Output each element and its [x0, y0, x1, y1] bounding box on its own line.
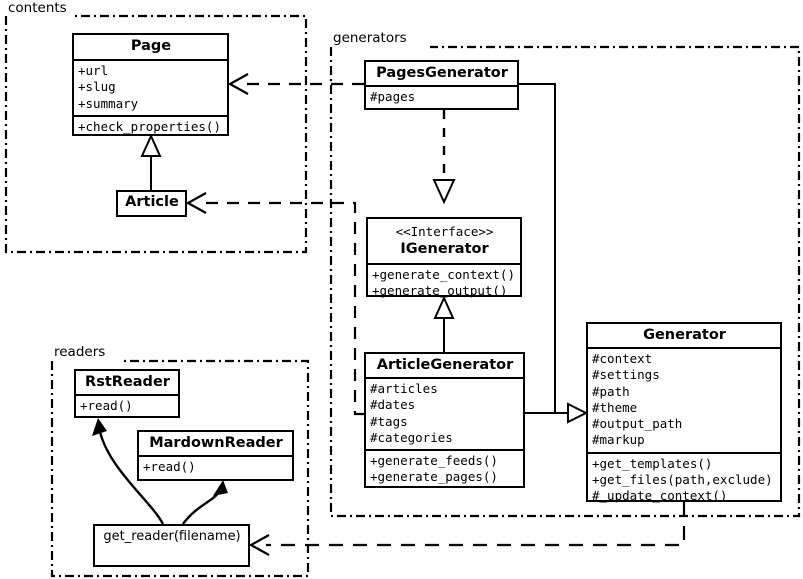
- method-get-templates: +get_templates(): [592, 455, 713, 471]
- class-title-page: Page: [130, 38, 172, 54]
- attribute-output-path: #output_path: [592, 416, 683, 432]
- class-attributes-page: +url +slug +summary: [74, 59, 227, 115]
- edge-generator-uses-get_reader: [248, 502, 686, 556]
- edge-get_reader-creates-rstreader: [92, 418, 165, 525]
- class-title-article: Article: [125, 194, 179, 210]
- class-box-articlegenerator[interactable]: ArticleGenerator #articles #dates #tags …: [364, 352, 525, 488]
- class-title-generator: Generator: [643, 327, 726, 343]
- class-title-mardownreader: MardownReader: [149, 435, 283, 451]
- class-attributes-pagesgenerator: #pages: [366, 85, 517, 108]
- attribute-theme: #theme: [592, 399, 638, 415]
- class-box-mardownreader[interactable]: MardownReader +read(): [137, 430, 294, 481]
- attribute-dates: #dates: [370, 397, 416, 413]
- class-title-rstreader: RstReader: [85, 374, 170, 390]
- class-box-rstreader[interactable]: RstReader +read(): [74, 369, 180, 418]
- attribute-categories: #categories: [370, 429, 453, 445]
- class-methods-articlegenerator: +generate_feeds() +generate_pages(): [366, 449, 523, 489]
- method-generate-output: +generate_output(): [372, 283, 508, 299]
- class-attributes-generator: #context #settings #path #theme #output_…: [588, 347, 780, 452]
- attribute-url: +url: [78, 63, 109, 78]
- class-attributes-articlegenerator: #articles #dates #tags #categories: [366, 377, 523, 449]
- edge-pagesgenerator-uses-page: [227, 73, 364, 95]
- attribute-articles: #articles: [370, 381, 438, 396]
- package-label-contents: contents: [6, 0, 69, 16]
- attribute-markup: #markup: [592, 432, 645, 448]
- attribute-summary: +summary: [78, 95, 139, 111]
- package-label-generators: generators: [331, 30, 409, 46]
- edge-article-inherits-page: [140, 133, 162, 190]
- attribute-slug: +slug: [78, 79, 116, 95]
- package-border-contents: [4, 14, 308, 254]
- class-header-igenerator: <<Interface>> IGenerator: [368, 219, 520, 263]
- attribute-settings: #settings: [592, 367, 660, 383]
- attribute-pages: #pages: [370, 89, 416, 104]
- attribute-context: #context: [592, 351, 653, 366]
- package-border-readers: [50, 359, 310, 578]
- edge-pagesgenerator-realizes-igenerator: [432, 110, 456, 205]
- class-title-articlegenerator: ArticleGenerator: [376, 357, 514, 373]
- class-box-pagesgenerator[interactable]: PagesGenerator #pages: [364, 60, 519, 110]
- class-methods-generator: +get_templates() +get_files(path,exclude…: [588, 451, 780, 508]
- function-label-get-reader: get_reader(filename): [103, 529, 241, 544]
- edge-get_reader-creates-mardownreader: [182, 480, 228, 525]
- class-box-igenerator[interactable]: <<Interface>> IGenerator +generate_conte…: [366, 217, 522, 298]
- method-check-properties: +check_properties(): [78, 118, 221, 134]
- class-box-generator[interactable]: Generator #context #settings #path #them…: [586, 322, 782, 503]
- generalization-arrowhead-generator: [567, 402, 589, 424]
- method-generate-context: +generate_context(): [372, 267, 515, 282]
- class-title-pagesgenerator: PagesGenerator: [376, 65, 508, 81]
- method-update-context: #_update_context(): [592, 488, 728, 504]
- package-border-generators: [329, 45, 801, 518]
- class-title-igenerator: IGenerator: [400, 241, 489, 257]
- class-box-article[interactable]: Article: [116, 190, 187, 217]
- edge-articlegenerator-inherits-igenerator: [433, 295, 455, 352]
- edge-articlegenerator-uses-article: [185, 192, 364, 416]
- class-stereotype-igenerator: <<Interface>>: [395, 224, 494, 239]
- method-read-markdown: +read(): [143, 459, 196, 474]
- attribute-tags: #tags: [370, 413, 408, 429]
- edge-generators-inherit-generator: [519, 83, 571, 414]
- method-generate-feeds: +generate_feeds(): [370, 453, 498, 469]
- function-box-get-reader[interactable]: get_reader(filename): [93, 524, 250, 567]
- class-methods-mardownreader: +read(): [139, 455, 292, 478]
- package-label-readers: readers: [52, 344, 108, 360]
- method-get-files: +get_files(path,exclude): [592, 472, 773, 488]
- method-read-rst: +read(): [80, 398, 133, 413]
- class-box-page[interactable]: Page +url +slug +summary +check_properti…: [72, 33, 229, 136]
- class-methods-rstreader: +read(): [76, 394, 178, 417]
- attribute-path: #path: [592, 383, 630, 399]
- class-methods-page: +check_properties(): [74, 114, 227, 138]
- class-methods-igenerator: +generate_context() +generate_output(): [368, 263, 520, 303]
- method-generate-pages: +generate_pages(): [370, 469, 498, 485]
